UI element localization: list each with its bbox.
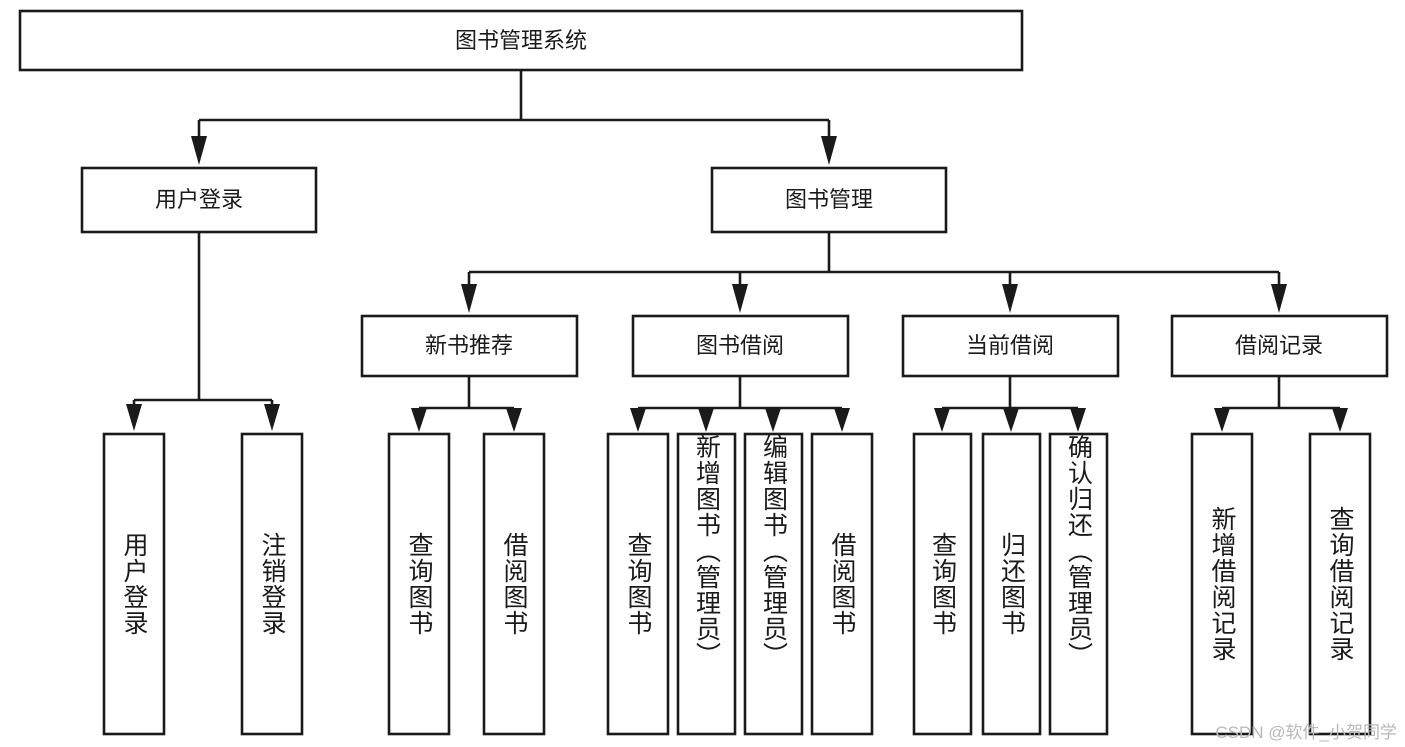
node-box-leaf-query-book-1[interactable] <box>387 432 451 736</box>
node-label-borrow-record: 借阅记录 <box>1235 333 1323 358</box>
arrow-head-leaf-query-book-2 <box>630 408 646 432</box>
arrow-head-user-login <box>191 136 207 165</box>
node-box-leaf-borrow-book-2[interactable] <box>810 432 874 736</box>
node-box-leaf-add-record[interactable] <box>1190 432 1254 736</box>
node-book-management[interactable]: 图书管理 <box>710 166 948 234</box>
arrow-head-leaf-logout <box>264 404 280 431</box>
arrow-head-leaf-add-book <box>698 408 714 432</box>
arrow-head-current-borrow <box>1002 284 1018 313</box>
connector-group-book-mgmt <box>461 232 1287 313</box>
arrow-head-leaf-query-book-3 <box>934 408 950 432</box>
node-box-leaf-query-book-2[interactable] <box>606 432 670 736</box>
arrow-head-book-borrow <box>732 284 748 313</box>
node-box-leaf-user-login[interactable] <box>102 432 166 736</box>
node-box-leaf-edit-book[interactable] <box>743 432 804 736</box>
node-current-borrow[interactable]: 当前借阅 <box>901 314 1120 378</box>
node-label-user-login: 用户登录 <box>155 187 243 212</box>
node-book-borrow[interactable]: 图书借阅 <box>631 314 850 378</box>
node-box-leaf-logout[interactable] <box>240 432 304 736</box>
node-label-root-system: 图书管理系统 <box>455 28 587 53</box>
arrow-head-leaf-query-book-1 <box>411 408 427 432</box>
node-box-leaf-return-book[interactable] <box>981 432 1042 736</box>
connector-group-borrow-record <box>1214 376 1348 432</box>
arrow-head-leaf-borrow-book-2 <box>834 408 850 432</box>
arrow-head-leaf-borrow-book-1 <box>506 408 522 432</box>
connector-group-book-borrow <box>630 376 850 432</box>
node-user-login[interactable]: 用户登录 <box>80 166 318 234</box>
arrow-head-leaf-query-record <box>1332 408 1348 432</box>
node-box-user-login[interactable] <box>80 166 318 234</box>
node-box-leaf-query-record[interactable] <box>1308 432 1372 736</box>
leaf-box-group <box>102 432 1372 736</box>
node-box-new-book-recommend[interactable] <box>360 314 579 378</box>
node-box-borrow-record[interactable] <box>1170 314 1389 378</box>
node-box-root-system[interactable] <box>18 9 1024 72</box>
node-label-current-borrow: 当前借阅 <box>966 333 1054 358</box>
connector-group-current-borrow <box>934 376 1086 432</box>
arrow-head-leaf-confirm-return <box>1070 408 1086 432</box>
arrow-head-borrow-record <box>1271 284 1287 313</box>
node-label-new-book-recommend: 新书推荐 <box>425 333 513 358</box>
node-root-system[interactable]: 图书管理系统 <box>18 9 1024 72</box>
arrow-head-book-mgmt <box>821 136 837 165</box>
connector-group-new-book-rec <box>411 376 522 432</box>
node-box-leaf-add-book[interactable] <box>676 432 737 736</box>
arrow-head-new-book-rec <box>461 284 477 313</box>
arrow-head-leaf-edit-book <box>765 408 781 432</box>
node-box-leaf-confirm-return[interactable] <box>1048 432 1109 736</box>
node-box-book-borrow[interactable] <box>631 314 850 378</box>
arrow-head-leaf-user-login <box>126 404 142 431</box>
node-label-book-management: 图书管理 <box>785 187 873 212</box>
node-box-book-management[interactable] <box>710 166 948 234</box>
arrow-head-leaf-return-book <box>1003 408 1019 432</box>
node-new-book-recommend[interactable]: 新书推荐 <box>360 314 579 378</box>
node-box-current-borrow[interactable] <box>901 314 1120 378</box>
node-label-book-borrow: 图书借阅 <box>696 333 784 358</box>
node-borrow-record[interactable]: 借阅记录 <box>1170 314 1389 378</box>
arrow-head-leaf-add-record <box>1214 408 1230 432</box>
node-box-leaf-query-book-3[interactable] <box>912 432 973 736</box>
connector-group-root <box>191 70 837 165</box>
node-box-leaf-borrow-book-1[interactable] <box>482 432 546 736</box>
connector-group-user-login <box>126 232 280 431</box>
